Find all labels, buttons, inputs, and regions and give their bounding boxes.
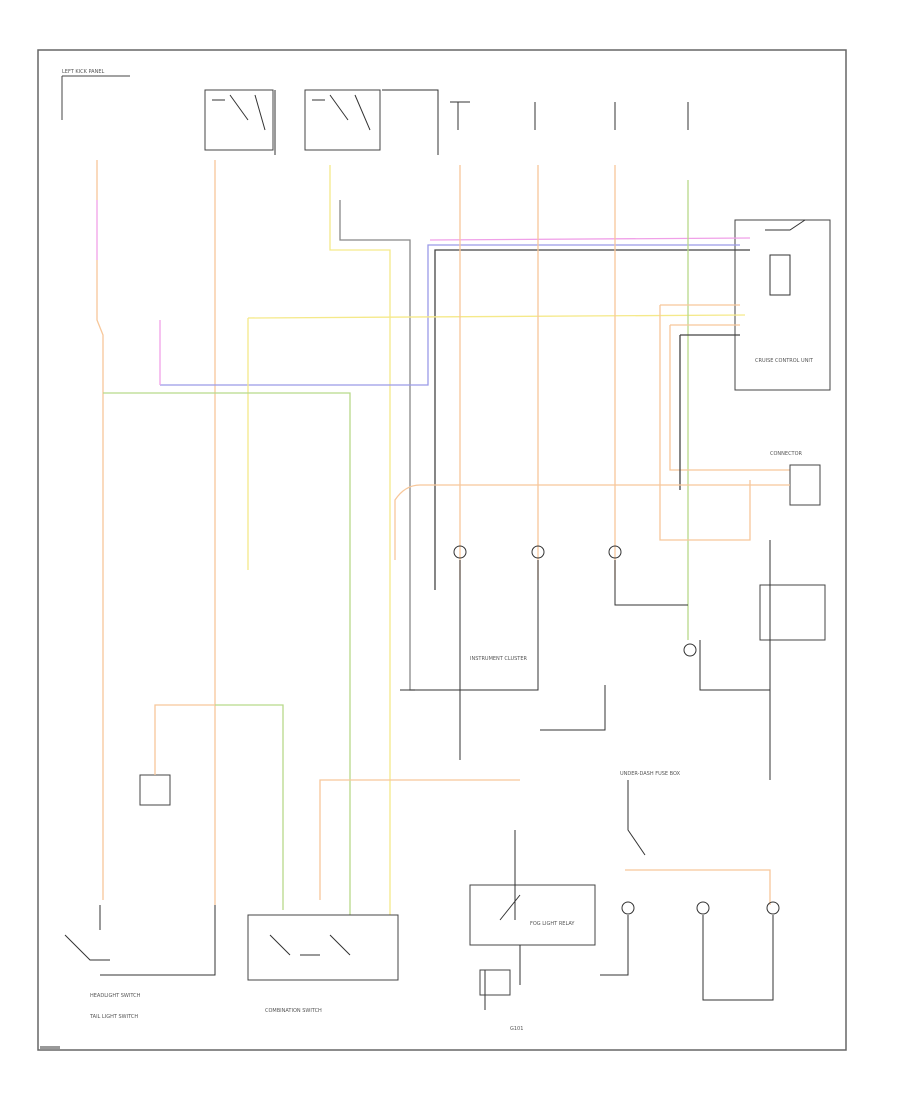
headlight-switch xyxy=(64,905,216,976)
wire-left-orange xyxy=(96,160,104,900)
right-connector xyxy=(789,464,821,506)
lamp-grounds xyxy=(600,915,774,1001)
ground-label: G101 xyxy=(510,1026,523,1032)
combination-switch-outline xyxy=(247,914,399,981)
bulb-2 xyxy=(531,545,545,559)
wire-grey-horizontal xyxy=(339,200,415,691)
right-upper-module xyxy=(734,219,831,391)
fuse-drops xyxy=(457,102,689,130)
right-connector-label: CONNECTOR xyxy=(770,451,803,457)
wire-orange-bottom xyxy=(625,869,771,905)
switch-box-2-bracket xyxy=(382,89,439,155)
wire-col3-yellow xyxy=(329,165,391,915)
instrument-cluster-label: INSTRUMENT CLUSTER xyxy=(470,656,528,662)
right-upper-relay xyxy=(765,219,806,296)
bulb-5 xyxy=(621,901,635,915)
ground-block xyxy=(479,969,511,996)
headlight-switch-label: HEADLIGHT SWITCH xyxy=(90,993,141,999)
fuse-box-label: LEFT KICK PANEL xyxy=(62,69,105,75)
wire-blue-horizontal xyxy=(160,244,740,386)
bulb-7 xyxy=(766,901,780,915)
relay-label: FOG LIGHT RELAY xyxy=(530,921,575,927)
lower-relay-box xyxy=(469,884,596,946)
cluster-wiring xyxy=(699,540,771,780)
bulb-3 xyxy=(608,545,622,559)
switch-2-contacts xyxy=(312,94,371,131)
wire-green-horizontal xyxy=(103,392,351,915)
relay-coil xyxy=(499,830,521,921)
wire-orange-relay xyxy=(319,779,520,900)
switch-1-contacts xyxy=(212,94,266,131)
wire-orange-mid xyxy=(394,484,790,560)
wire-yellow-horizontal xyxy=(247,314,746,319)
combination-switch-label: COMBINATION SWITCH xyxy=(265,1008,322,1014)
relay-ground xyxy=(484,945,521,1010)
fuse-box-outline xyxy=(61,75,130,120)
switch-box-1 xyxy=(204,89,274,151)
wire-orange-right-1 xyxy=(659,304,751,541)
wire-black-right xyxy=(679,334,740,490)
wire-orange-right-2 xyxy=(669,324,790,471)
bulb-4 xyxy=(683,643,697,657)
fuse-box-mid-lines xyxy=(627,780,646,856)
component-green-drop xyxy=(215,704,284,910)
component-left-wire xyxy=(154,704,215,775)
bulb-1 xyxy=(453,545,467,559)
bulb-6 xyxy=(696,901,710,915)
fuse-box-mid-label: UNDER-DASH FUSE BOX xyxy=(620,771,681,777)
switch-box-2 xyxy=(304,89,381,151)
diagram-frame xyxy=(37,49,847,1051)
wire-pink-horizontal xyxy=(429,237,751,241)
corner-mark xyxy=(40,1046,60,1049)
wire-black-horizontal xyxy=(434,249,750,590)
combination-switch-contacts xyxy=(269,934,351,956)
ground-bus-mid xyxy=(400,560,688,760)
right-upper-module-label: CRUISE CONTROL UNIT xyxy=(755,358,814,364)
cluster-box xyxy=(759,584,826,641)
component-left xyxy=(139,774,171,806)
tail-switch-label: TAIL LIGHT SWITCH xyxy=(89,1014,138,1020)
